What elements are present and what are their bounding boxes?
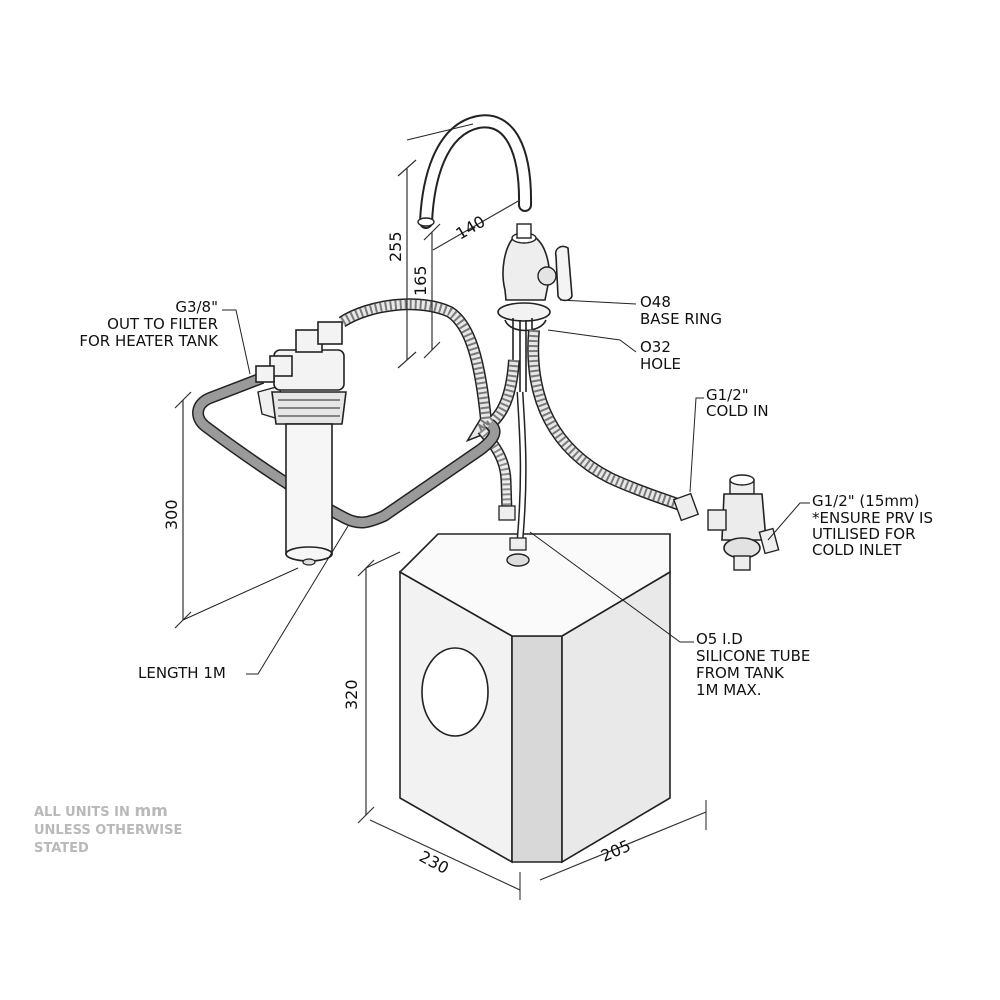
label-g12-15mm: G1/2" (15mm) — [812, 492, 919, 510]
label-cold-inlet: COLD INLET — [812, 541, 902, 559]
leader-o32 — [547, 329, 637, 353]
dim-230: 230 — [416, 847, 452, 878]
tap-to-tank-hose — [477, 426, 516, 521]
tank-top-face — [398, 533, 671, 637]
label-base-ring: BASE RING — [640, 310, 722, 328]
leader-cold-in — [689, 397, 704, 493]
dim-140: 140 — [453, 212, 489, 244]
water-filter — [255, 321, 347, 566]
filter-loop-hose — [192, 372, 501, 529]
dim-165: 165 — [411, 265, 430, 296]
tank-display-circle — [421, 647, 489, 737]
silicone-tube — [506, 391, 530, 567]
leader-g38 — [222, 309, 251, 375]
dim-320: 320 — [342, 679, 361, 710]
leader-o48 — [559, 299, 637, 305]
tap-body — [502, 237, 551, 301]
label-silicone-tube: SILICONE TUBE — [696, 647, 810, 665]
label-for-heater-tank: FOR HEATER TANK — [79, 332, 219, 350]
dim-255: 255 — [386, 231, 405, 262]
filter-cartridge — [285, 423, 333, 555]
hot-water-tap — [417, 114, 573, 392]
dim-300: 300 — [162, 499, 181, 530]
units-note-line1: ALL UNITS IN mm — [34, 801, 168, 820]
leader-length — [246, 525, 349, 675]
label-length-1m: LENGTH 1M — [138, 664, 226, 682]
label-from-tank: FROM TANK — [696, 664, 785, 682]
leader-silicone — [529, 531, 694, 643]
tank-bevel-face — [511, 635, 563, 863]
units-note-line3: STATED — [34, 841, 89, 856]
label-cold-in: COLD IN — [706, 402, 769, 420]
label-utilised-for: UTILISED FOR — [812, 525, 916, 543]
label-1m-max: 1M MAX. — [696, 681, 762, 699]
label-hole: HOLE — [640, 355, 681, 373]
units-note-line2: UNLESS OTHERWISE — [34, 823, 182, 838]
heater-tank — [398, 533, 671, 864]
tap-lever — [554, 245, 573, 302]
filter-braided-hose — [338, 298, 520, 443]
label-o32: O32 — [640, 338, 671, 356]
label-out-to-filter: OUT TO FILTER — [107, 315, 218, 333]
label-g38: G3/8" — [175, 298, 218, 316]
label-o5-id: O5 I.D — [696, 630, 743, 648]
leader-prv — [767, 502, 810, 541]
tap-base-ring — [497, 302, 551, 322]
label-g12-cold: G1/2" — [706, 386, 749, 404]
label-o48: O48 — [640, 293, 671, 311]
label-ensure-prv: *ENSURE PRV IS — [812, 509, 933, 527]
dim-205: 205 — [598, 836, 634, 866]
pressure-reducing-valve — [707, 474, 780, 571]
cold-in-braided-hose — [527, 329, 700, 522]
